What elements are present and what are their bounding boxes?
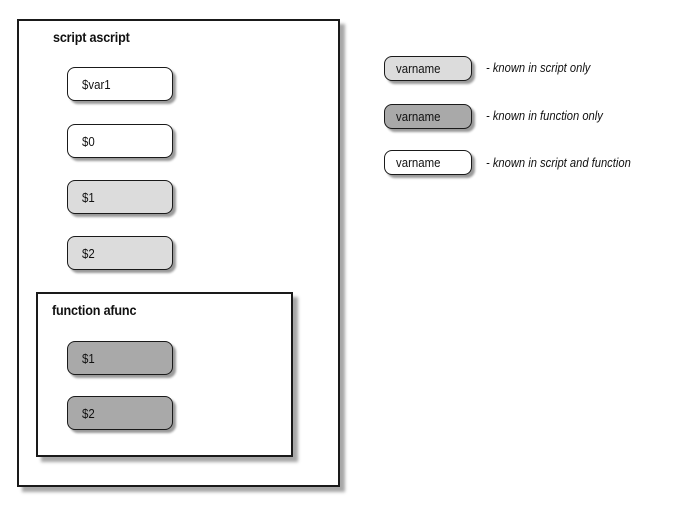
function-var-2: $2 xyxy=(67,396,173,430)
legend-swatch-label: varname xyxy=(396,61,441,76)
legend-swatch-label: varname xyxy=(396,155,441,170)
script-var-label: $0 xyxy=(82,133,95,149)
legend-text-function-only: - known in function only xyxy=(486,108,603,123)
function-scope-title: function afunc xyxy=(52,302,137,318)
script-var-1: $1 xyxy=(67,180,173,214)
function-var-1: $1 xyxy=(67,341,173,375)
legend-swatch-both: varname xyxy=(384,150,472,175)
script-var-label: $1 xyxy=(82,189,95,205)
script-var-var1: $var1 xyxy=(67,67,173,101)
script-var-label: $2 xyxy=(82,245,95,261)
legend-swatch-function-only: varname xyxy=(384,104,472,129)
function-var-label: $1 xyxy=(82,350,95,366)
script-var-2: $2 xyxy=(67,236,173,270)
script-var-0: $0 xyxy=(67,124,173,158)
script-var-label: $var1 xyxy=(82,76,111,92)
script-scope-title: script ascript xyxy=(53,29,130,45)
legend-swatch-script-only: varname xyxy=(384,56,472,81)
legend-text-script-only: - known in script only xyxy=(486,60,591,75)
function-var-label: $2 xyxy=(82,405,95,421)
legend-swatch-label: varname xyxy=(396,109,441,124)
legend-text-both: - known in script and function xyxy=(486,155,631,170)
